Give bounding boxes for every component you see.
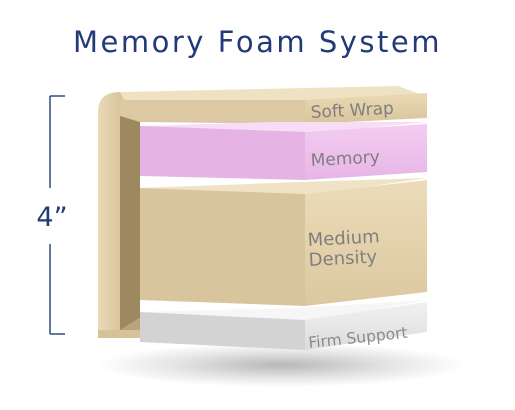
label-medium-density-line-2: Density (308, 246, 378, 271)
layer-medium-density-shape (140, 178, 427, 306)
floor-shadow (97, 343, 467, 387)
label-medium-density: Medium Density (307, 226, 387, 271)
label-soft-wrap: Soft Wrap (310, 99, 394, 123)
height-bracket (49, 95, 65, 335)
layer-memory-shape (140, 122, 427, 180)
label-medium-density-line-1: Medium (307, 226, 380, 251)
diagram-title: Memory Foam System (73, 25, 442, 59)
label-memory: Memory (310, 147, 380, 171)
dimension-label: 4” (36, 202, 67, 233)
layer-firm-support-shape (140, 300, 427, 350)
